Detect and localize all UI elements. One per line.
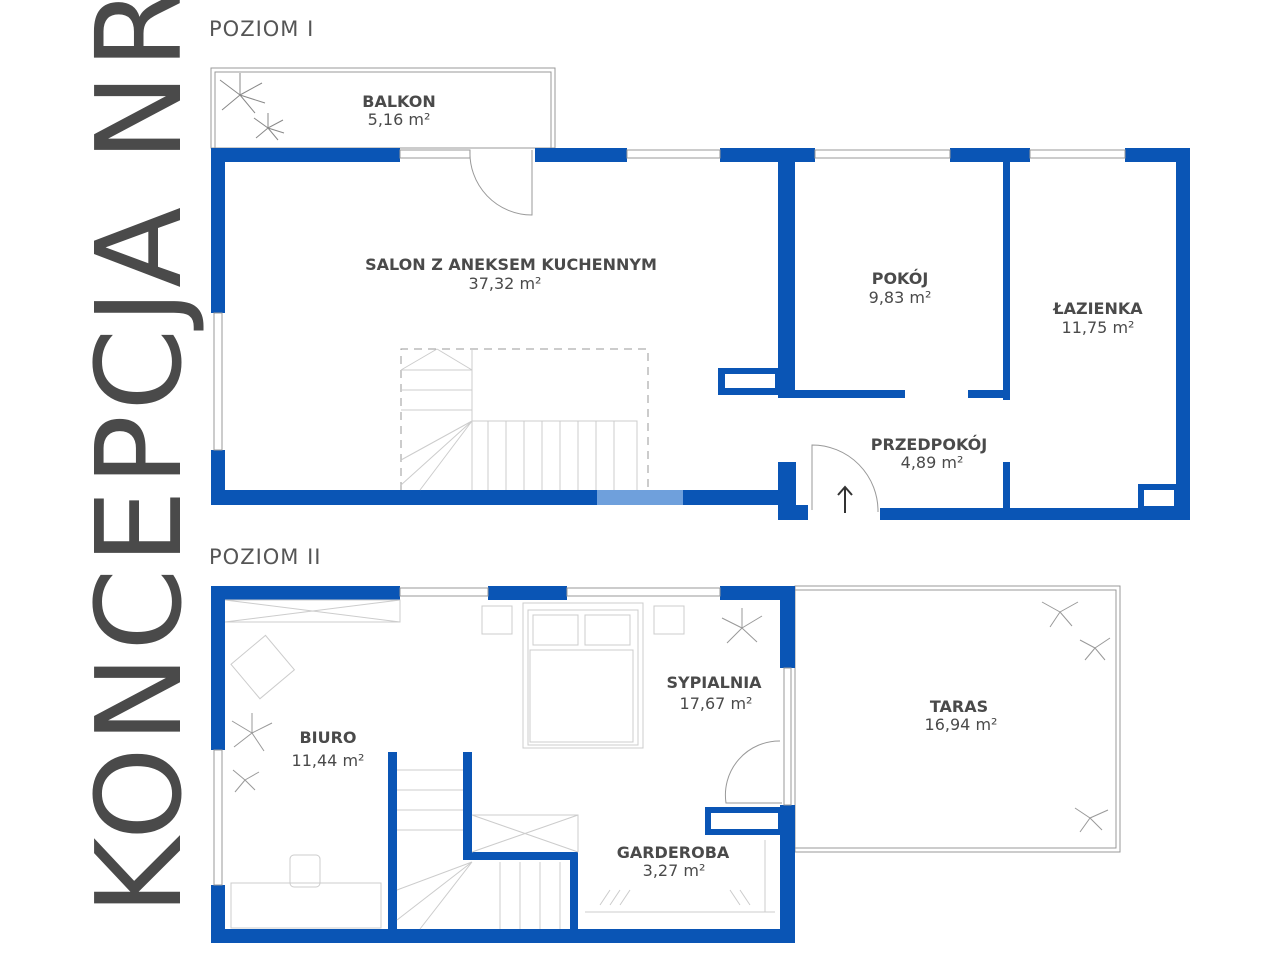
room-name: ŁAZIENKA: [1052, 299, 1143, 318]
level-2-label: POZIOM II: [209, 545, 321, 569]
room-name: POKÓJ: [872, 269, 929, 288]
room-area: 4,89 m²: [901, 453, 964, 472]
entrance-arrow-icon: [837, 485, 853, 513]
entrance-door: [811, 444, 879, 513]
plant-icon: [231, 601, 1111, 833]
furniture: [224, 599, 775, 930]
room-area: 5,16 m²: [368, 110, 431, 129]
room-name: TARAS: [930, 697, 988, 716]
level-2-plan: BIURO 11,44 m² SYPIALNIA 17,67 m² GARDER…: [211, 585, 1121, 943]
room-name: BIURO: [299, 728, 356, 747]
room-area: 11,44 m²: [292, 751, 365, 770]
room-area: 16,94 m²: [925, 715, 998, 734]
room-name: SALON Z ANEKSEM KUCHENNYM: [365, 255, 657, 274]
plan-title: KONCEPCJA NR 1: [70, 0, 208, 915]
room-name: SYPIALNIA: [666, 673, 762, 692]
room-area: 17,67 m²: [680, 694, 753, 713]
room-name: GARDEROBA: [617, 843, 730, 862]
room-area: 11,75 m²: [1062, 318, 1135, 337]
room-name: PRZEDPOKÓJ: [871, 435, 987, 454]
bedroom-door: [724, 740, 782, 804]
room-area: 37,32 m²: [469, 274, 542, 293]
room-area: 9,83 m²: [869, 288, 932, 307]
staircase: [400, 348, 649, 491]
level-1-label: POZIOM I: [209, 17, 314, 41]
room-name: BALKON: [362, 92, 435, 111]
balcony-door: [469, 149, 533, 216]
room-area: 3,27 m²: [643, 861, 706, 880]
level-1-plan: BALKON 5,16 m² SALON Z ANEKSEM KUCHENNYM…: [210, 67, 1190, 520]
plant-icon: [219, 73, 285, 141]
